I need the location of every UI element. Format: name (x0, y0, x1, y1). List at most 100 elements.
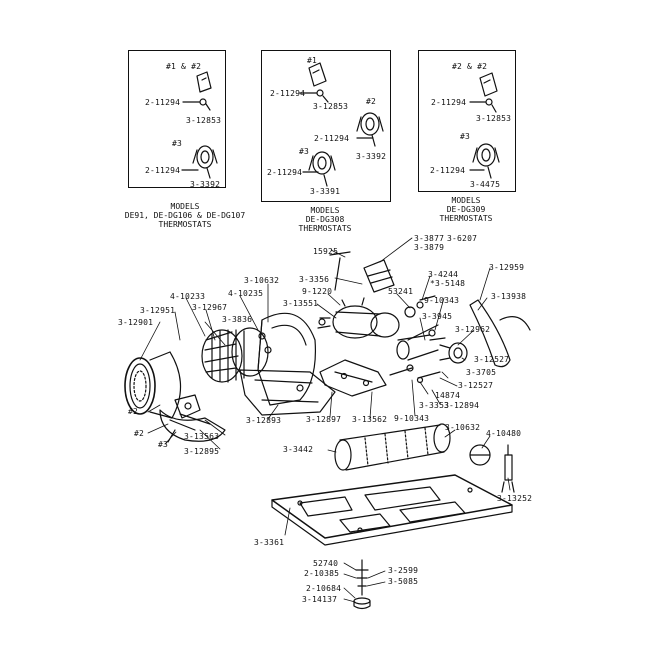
callout: 3-13551 (283, 299, 319, 308)
caption-right-line3: THERMOSTATS (439, 214, 493, 223)
inset-box-left (128, 50, 226, 188)
callout: 3-13562 (352, 415, 388, 424)
callout: 4-10233 (170, 292, 206, 301)
middle-box-thermostats (299, 62, 384, 187)
right-part-3: 2-11294 (430, 166, 466, 175)
middle-part-6: 3-3391 (310, 187, 341, 196)
callout: 3-6207 (447, 234, 478, 243)
callout: 3-3877 (414, 234, 445, 243)
caption-middle-line3: THERMOSTATS (298, 224, 352, 233)
caption-right: MODELS DE-DG309 THERMOSTATS (420, 196, 512, 223)
callout: 4-10480 (486, 429, 522, 438)
callout: 3-12527 (474, 355, 510, 364)
middle-tag-3: #3 (299, 147, 310, 156)
callout: 3-3945 (422, 312, 453, 321)
leveling-foot (353, 559, 371, 610)
callout: 3-4244 (428, 270, 459, 279)
callout: 3-10632 (244, 276, 280, 285)
inset-box-middle (261, 50, 391, 202)
middle-part-3: 2-11294 (314, 134, 350, 143)
lower-support-bracket (239, 369, 336, 416)
right-part-2: 3-12853 (476, 114, 512, 123)
callout: #2 (134, 429, 145, 438)
caption-left-line3: THERMOSTATS (158, 220, 212, 229)
middle-part-1: 2-11294 (270, 89, 306, 98)
caption-middle: MODELS DE-DG308 THERMOSTATS (265, 206, 385, 233)
callout: 3-3879 (414, 243, 445, 252)
middle-part-2: 3-12853 (313, 102, 349, 111)
callout: 3-12527 (458, 381, 494, 390)
blower-housing (257, 312, 317, 406)
left-part-4: 3-3392 (190, 180, 221, 189)
caption-left-line1: MODELS (170, 202, 200, 211)
middle-tag-2: #2 (366, 97, 377, 106)
callout: 14874 (435, 391, 461, 400)
right-part-1: 2-11294 (431, 98, 467, 107)
drive-motor (317, 297, 400, 339)
callout: 3-12895 (184, 447, 220, 456)
callout: 4-10235 (228, 289, 264, 298)
timer-switch (329, 251, 395, 293)
caption-right-line1: MODELS (451, 196, 481, 205)
callout: #2 (128, 407, 139, 416)
callout: 3-10632 (445, 423, 481, 432)
callout: 53241 (388, 287, 414, 296)
callout: 3-12893 (246, 416, 282, 425)
middle-tag-1: #1 (307, 56, 318, 65)
callout: 3-2599 (388, 566, 419, 575)
caption-right-line2: DE-DG309 (446, 205, 486, 214)
leader-lines (139, 237, 511, 603)
motor-mount (319, 359, 387, 397)
sensor-3-13252 (501, 444, 515, 493)
left-box-thermostats (181, 71, 218, 179)
callout: 9-1220 (302, 287, 333, 296)
callout: 3-3353 (419, 401, 450, 410)
high-limit-thermostat (469, 444, 491, 466)
callout: 3-3442 (283, 445, 314, 454)
callout: 3-12967 (192, 303, 228, 312)
middle-part-4: 3-3392 (356, 152, 387, 161)
middle-part-5: 2-11294 (267, 168, 303, 177)
callout: 3-12894 (444, 401, 480, 410)
caption-middle-line1: MODELS (310, 206, 340, 215)
callout: 3-12951 (140, 306, 176, 315)
left-part-1: 2-11294 (145, 98, 181, 107)
left-idler-bracket (174, 394, 201, 419)
callout: 3-13938 (491, 292, 527, 301)
callout: 9-10343 (424, 296, 460, 305)
callout: 2-10684 (306, 584, 342, 593)
inset-box-right (418, 50, 516, 192)
callout: 3-12901 (118, 318, 154, 327)
small-fasteners (389, 295, 446, 384)
callout: 52740 (313, 559, 339, 568)
callout: 3-12962 (455, 325, 491, 334)
blower-wheel (201, 327, 269, 383)
caption-left: MODELS DE91, DE-DG106 & DE-DG107 THERMOS… (110, 202, 260, 229)
right-part-4: 3-4475 (470, 180, 501, 189)
idler-pulley (439, 342, 468, 364)
base-plate (271, 474, 513, 546)
left-part-2: 3-12853 (186, 116, 222, 125)
right-tag-1: #2 & #2 (452, 62, 488, 71)
heater-cylinder (334, 423, 451, 471)
callout: 9-10343 (394, 414, 430, 423)
left-tag-1: #1 & #2 (166, 62, 202, 71)
caption-left-line2: DE91, DE-DG106 & DE-DG107 (124, 211, 246, 220)
left-part-3: 2-11294 (145, 166, 181, 175)
callout: 3-14137 (302, 595, 338, 604)
right-tag-2: #3 (460, 132, 471, 141)
callout: 3-13252 (497, 494, 533, 503)
callout: 3-5085 (388, 577, 419, 586)
callout: 3-12959 (489, 263, 525, 272)
drive-pulley (396, 301, 439, 361)
caption-middle-line2: DE-DG308 (305, 215, 345, 224)
drive-belt (469, 299, 531, 368)
callout: 2-10385 (304, 569, 340, 578)
callout: 3-3361 (254, 538, 285, 547)
callout: #3 (158, 440, 169, 449)
callout: 3-3356 (299, 275, 330, 284)
callout: 3-3705 (466, 368, 497, 377)
callout: 3-12897 (306, 415, 342, 424)
callout: 3-3836 (222, 315, 253, 324)
